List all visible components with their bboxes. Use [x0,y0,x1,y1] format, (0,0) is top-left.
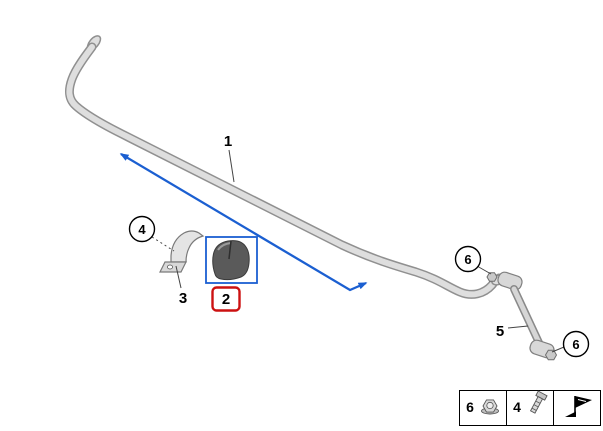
leader-6-lower [551,346,565,353]
link-upper-joint [497,271,523,291]
bushing-selection-box [205,236,258,284]
rubber-bushing [212,240,250,281]
leader-1 [228,149,235,183]
flange-nut-icon [481,399,499,415]
link-lower-nut [544,349,558,361]
screw-icon [529,390,548,414]
legend-cell-nut[interactable] [459,390,507,426]
callout-2[interactable]: 2 [211,286,241,312]
bushing-bracket [159,230,205,273]
bar-body [66,44,502,298]
leader-6-upper [476,265,492,275]
span-arrow [119,153,368,292]
callout-6-lower[interactable]: 6 [562,330,590,358]
callout-3[interactable]: 3 [179,290,187,307]
callout-2-label[interactable]: 2 [222,291,230,308]
callout-3-label[interactable]: 3 [179,290,187,307]
bracket-band [170,230,205,263]
link-upper-nut [486,272,498,282]
callout-6-lower-circle[interactable] [562,330,590,358]
callout-4-circle[interactable] [128,215,156,243]
callout-2-highlight-box[interactable] [211,286,241,312]
leader-lines [151,149,565,353]
callout-6-upper-circle[interactable] [454,245,482,273]
legend: 6 4 [459,390,601,426]
callout-5[interactable]: 5 [496,323,504,340]
stabilizer-link [486,271,558,361]
callout-1-label[interactable]: 1 [224,133,232,150]
legend-cell-flag[interactable] [553,390,601,426]
bracket-bolt-hole [167,264,173,270]
leader-5 [507,325,529,329]
callout-6-upper-label[interactable]: 6 [464,252,471,267]
callout-4[interactable]: 4 [128,215,156,243]
legend-nut-label: 6 [466,399,474,415]
callout-6-upper[interactable]: 6 [454,245,482,273]
legend-screw-label: 4 [513,399,521,415]
link-rod [511,286,544,350]
callout-5-label[interactable]: 5 [496,323,504,340]
stabilizer-bar [64,35,506,299]
campaign-flag-icon [565,396,592,417]
callout-4-label[interactable]: 4 [138,222,146,237]
callout-1[interactable]: 1 [224,133,232,150]
leader-4 [151,236,175,252]
callout-6-lower-label[interactable]: 6 [572,337,579,352]
bar-outline [64,42,504,299]
leader-3 [175,265,182,289]
bracket-flange [159,261,187,273]
